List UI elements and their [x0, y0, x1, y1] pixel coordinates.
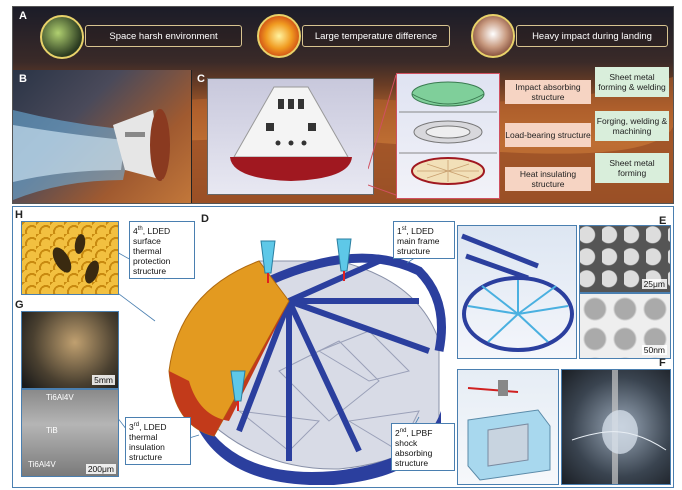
scale-bar-200um: 200μm	[85, 464, 116, 474]
label-ti6al4v-bottom: Ti6Al4V	[28, 460, 56, 469]
capsule-impact-icon	[471, 14, 515, 58]
step-1-ordinal: 1	[397, 225, 402, 236]
step-4-label: 4th, LDED surface thermal protection str…	[129, 221, 195, 279]
sun-icon	[257, 14, 301, 58]
step-4-suffix: th	[137, 226, 143, 232]
top-panel: A Space harsh environment Large temperat…	[12, 6, 674, 204]
panel-letter-a: A	[19, 10, 27, 22]
panel-letter-f: F	[659, 357, 666, 369]
layers-illustration	[399, 81, 497, 185]
bees-illustration	[52, 234, 99, 284]
label-heat-insulating-structure: Heat insulating structure	[505, 167, 591, 191]
panel-letter-g: G	[15, 299, 24, 311]
structure-layers-box	[396, 73, 500, 199]
main-frame-illustration	[461, 233, 574, 352]
banner-large-temperature-difference: Large temperature difference	[302, 25, 450, 47]
multi-layer-structure-illustration	[119, 238, 446, 485]
label-sheet-metal-forming: Sheet metal forming	[595, 153, 669, 183]
banner-space-harsh-environment: Space harsh environment	[85, 25, 242, 47]
droplet-test-image	[561, 369, 671, 485]
banner-heavy-impact-during-landing: Heavy impact during landing	[516, 25, 668, 47]
step-1-text: , LDED main frame structure	[397, 225, 440, 256]
honeycomb-image	[21, 221, 119, 295]
step-3-ordinal: 3	[129, 421, 134, 432]
planet-icon	[40, 15, 84, 59]
label-load-bearing-structure: Load-bearing structure	[505, 123, 591, 147]
label-forging-welding-machining: Forging, welding & machining	[595, 111, 669, 141]
lpbf-illustration	[467, 380, 551, 481]
panel-letter-c: C	[197, 73, 205, 85]
step-3-suffix: rd	[133, 422, 140, 428]
label-ti6al4v-top: Ti6Al4V	[46, 393, 74, 402]
capsule-render	[207, 78, 374, 195]
step-2-suffix: nd	[399, 428, 407, 434]
lpbf-setup-render	[457, 369, 559, 485]
capsule-illustration	[230, 86, 352, 181]
panel-letter-h: H	[15, 209, 23, 221]
step-1-suffix: st	[401, 226, 407, 232]
scale-bar-5mm: 5mm	[92, 375, 115, 385]
scale-bar-25um: 25μm	[641, 279, 667, 289]
scale-bar-50nm: 50nm	[641, 345, 667, 355]
bottom-panel: H G 5mm Ti6Al4V TiB Ti6Al4V 200μm D	[12, 206, 674, 488]
step-1-label: 1st, LDED main frame structure	[393, 221, 455, 259]
tem-image: 50nm	[579, 293, 671, 359]
sem-cross-section-image: Ti6Al4V TiB Ti6Al4V 200μm	[21, 389, 119, 477]
step-2-text: , LPBF shock absorbing structure	[395, 427, 433, 468]
label-impact-absorbing-structure: Impact absorbing structure	[505, 80, 591, 104]
step-4-ordinal: 4	[133, 225, 138, 236]
label-sheet-metal-forming-welding: Sheet metal forming & welding	[595, 67, 669, 97]
droplet-illustration	[571, 370, 667, 484]
panel-letter-b: B	[19, 73, 27, 85]
powder-sem-image: 25μm	[579, 225, 671, 293]
step-2-ordinal: 2	[395, 427, 400, 438]
step-2-label: 2nd, LPBF shock absorbing structure	[391, 423, 455, 471]
zoom-connector	[368, 74, 397, 196]
reentry-image	[13, 70, 192, 203]
reentry-capsule-illustration	[13, 109, 170, 200]
panel-letter-e: E	[659, 215, 667, 227]
label-tib: TiB	[46, 426, 58, 435]
step-3-text: , LDED thermal insulation structure	[129, 421, 167, 462]
main-frame-render	[457, 225, 577, 359]
panel-letter-d: D	[201, 213, 209, 225]
shell-microstructure-image: 5mm	[21, 311, 119, 389]
step-4-text: , LDED surface thermal protection struct…	[133, 225, 171, 276]
step-3-label: 3rd, LDED thermal insulation structure	[125, 417, 191, 465]
